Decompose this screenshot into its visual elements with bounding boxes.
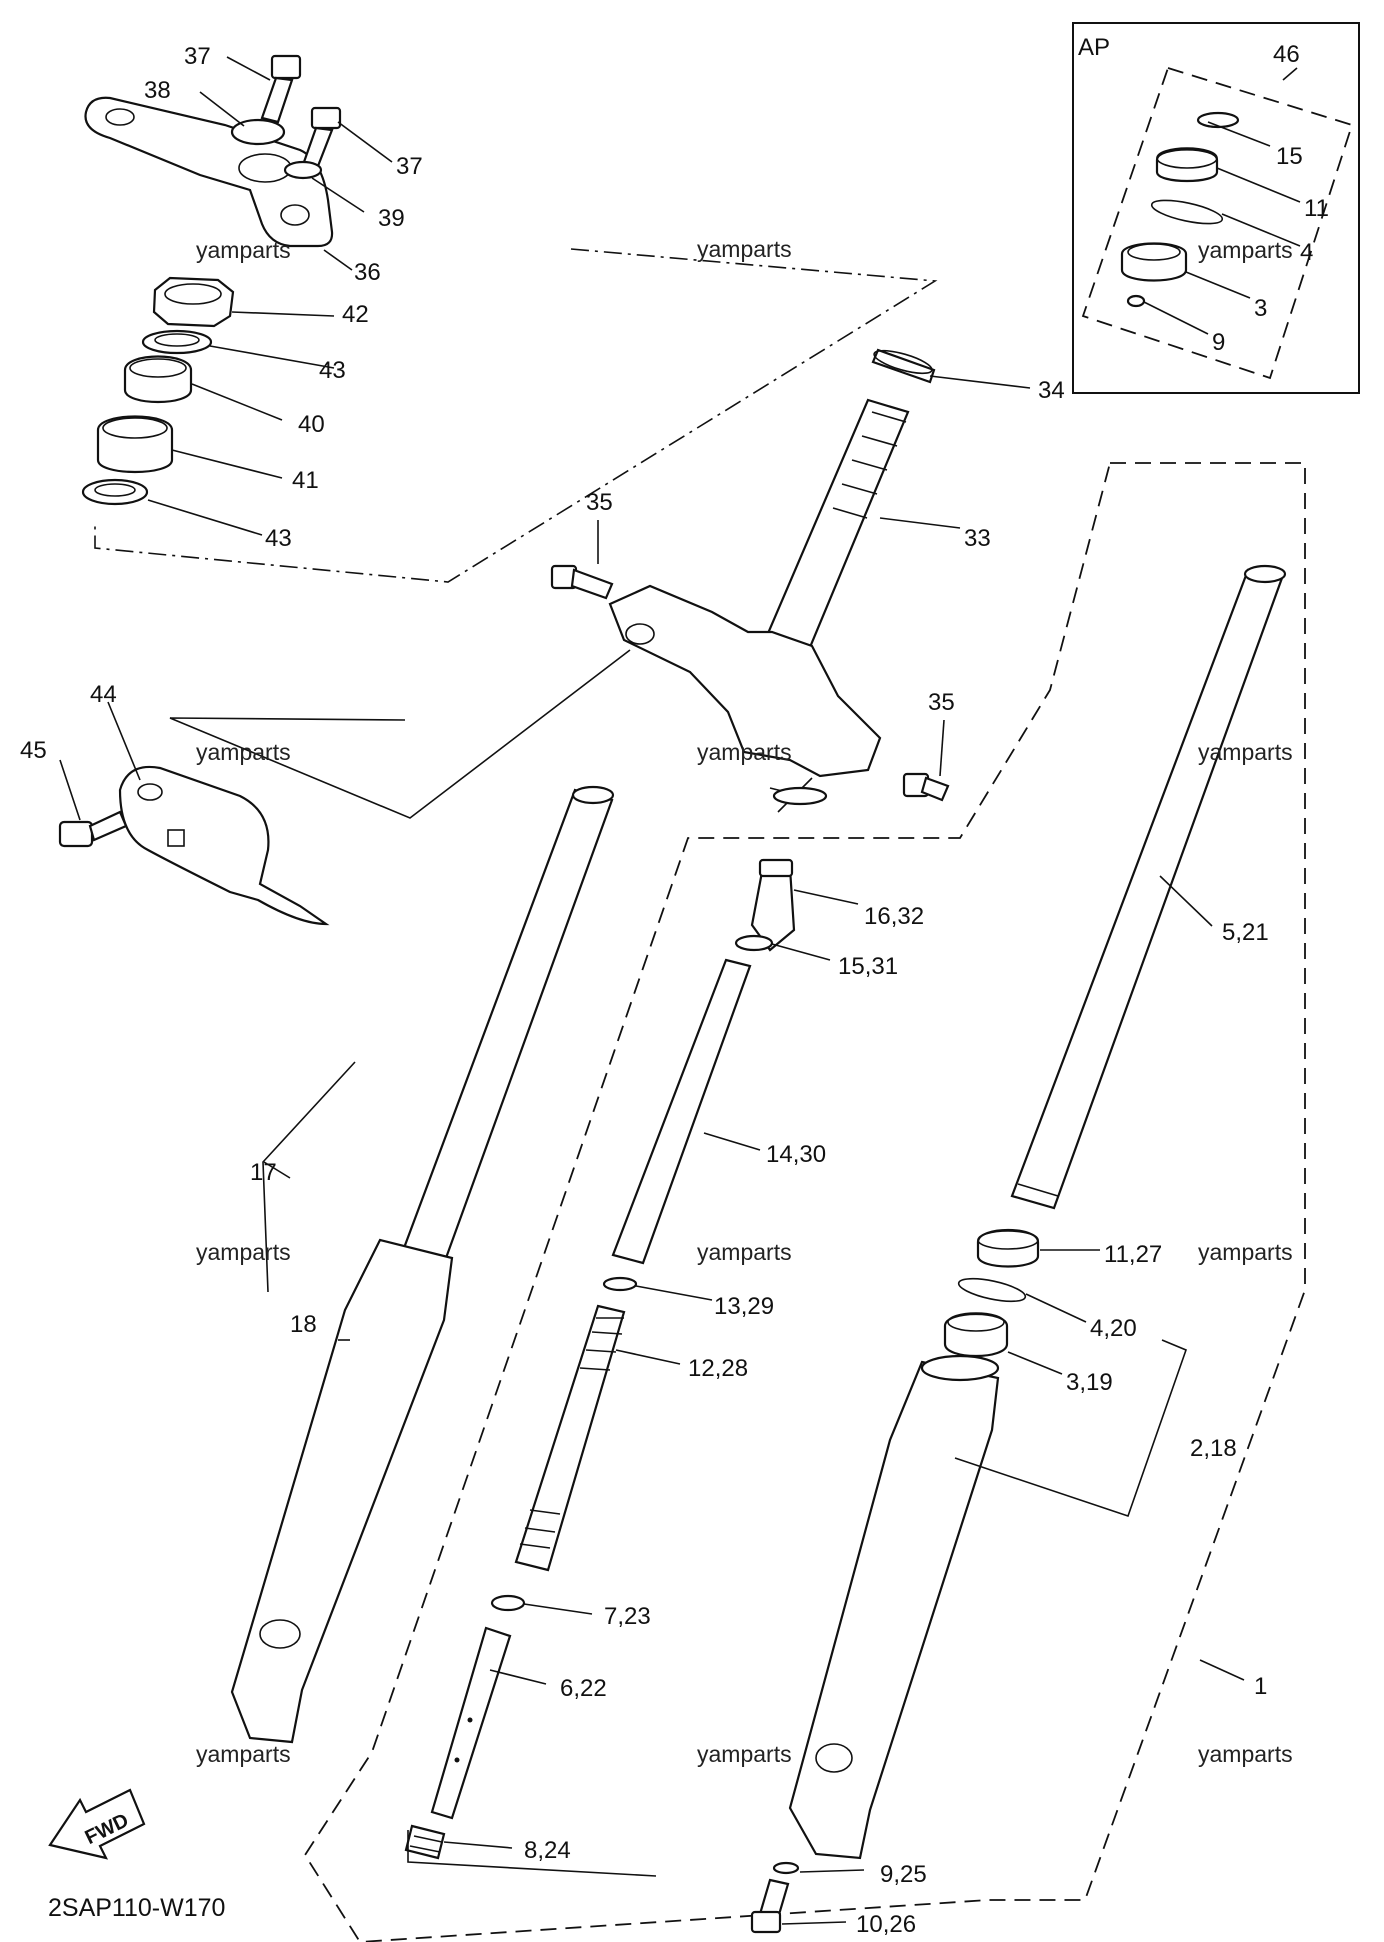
watermark: yamparts [196,1239,291,1265]
bolt-45 [58,810,128,848]
leader-lines [59,56,1301,1925]
callout-13-29: 13,29 [714,1293,774,1320]
headlight-bracket-44 [118,765,330,926]
spring-8-24 [404,1824,446,1860]
callout-45: 45 [20,737,47,764]
callout-12-28: 12,28 [688,1355,748,1382]
washer-38 [230,118,286,146]
washer-39 [283,160,323,180]
callout-7-23: 7,23 [604,1603,651,1630]
callout-2-18: 2,18 [1190,1435,1237,1462]
upper-bracket [84,96,334,248]
callout-46: 46 [1273,41,1300,68]
watermark: yamparts [1198,1239,1293,1265]
seal-34 [871,348,936,384]
ring-nut-42 [152,276,235,328]
left-inner-tube-17 [402,785,615,1260]
bolt-10-26 [750,1878,790,1934]
bolt-35a [550,564,614,600]
callout-43b: 43 [265,525,292,552]
oil-seal-3-19 [943,1312,1009,1358]
washer-13-29 [602,1276,638,1292]
cap-bolt-16-32 [750,858,796,952]
watermark: yamparts [1198,237,1293,263]
bearing-43-lower [81,478,149,506]
watermark: yamparts [697,236,792,262]
watermark: yamparts [697,739,792,765]
callout-4-20: 4,20 [1090,1315,1137,1342]
callout-35a: 35 [586,489,613,516]
callout-3-19: 3,19 [1066,1369,1113,1396]
damper-rod-6-22 [430,1626,512,1820]
ring-7-23 [490,1594,526,1612]
bolt-37b [302,106,342,168]
callout-40: 40 [298,411,325,438]
watermark: yamparts [196,1741,291,1767]
callout-14-30: 14,30 [766,1141,826,1168]
watermark: yamparts [697,1239,792,1265]
inset-title: AP [1078,34,1110,61]
bearing-43-upper [141,329,213,355]
spacer-14-30 [611,958,752,1265]
bolt-35b [902,772,950,802]
bearing-cover-40 [123,355,193,404]
inset-bearing-cap [1155,147,1219,183]
callout-34: 34 [1038,377,1065,404]
callout-41: 41 [292,467,319,494]
o-ring-15-31 [734,934,774,952]
callouts: 37 38 37 39 36 42 43 40 41 43 34 35 33 3… [20,43,1329,1938]
watermark: yamparts [697,1741,792,1767]
callout-15-31: 15,31 [838,953,898,980]
callout-44: 44 [90,681,117,708]
callout-10-26: 10,26 [856,1911,916,1938]
watermark: yamparts [196,739,291,765]
watermark: yamparts [1198,739,1293,765]
inset-ap: AP 46 [1072,22,1360,394]
bolt-37a [260,54,302,124]
callout-11-27: 11,27 [1104,1241,1162,1268]
callout-4: 4 [1300,239,1313,266]
callout-6-22: 6,22 [560,1675,607,1702]
steering-stem-33 [764,398,910,654]
callout-5-21: 5,21 [1222,919,1269,946]
callout-16-32: 16,32 [864,903,924,930]
callout-9: 9 [1212,329,1225,356]
callout-35b: 35 [928,689,955,716]
inset-seal [1120,242,1188,282]
callout-18: 18 [290,1311,317,1338]
washer-9-25 [772,1861,800,1875]
watermark: yamparts [1198,1741,1293,1767]
callout-42: 42 [342,301,369,328]
callout-1: 1 [1254,1673,1267,1700]
watermarks: yamparts yamparts yamparts yamparts yamp… [196,236,1293,1767]
callout-9-25: 9,25 [880,1861,927,1888]
bearing-race-41 [96,415,174,474]
callout-11: 11 [1304,195,1329,222]
bush-11-27 [976,1228,1040,1268]
left-outer-tube-18 [230,1238,454,1744]
callout-37b: 37 [396,153,423,180]
callout-37a: 37 [184,43,211,70]
callout-15: 15 [1276,143,1303,170]
stem-leader [169,649,631,819]
circlip-4-20 [957,1277,1027,1303]
callout-3: 3 [1254,295,1267,322]
fwd-arrow-icon: FWD [48,1788,146,1860]
right-outer-tube-2-18 [788,1354,1000,1860]
callout-33: 33 [964,525,991,552]
spring-12-28 [514,1304,626,1572]
callout-36: 36 [354,259,381,286]
right-inner-tube-5-21 [1010,564,1287,1210]
lower-bracket [608,584,882,813]
fork-assembly-outline [303,462,1306,1942]
callout-8-24: 8,24 [524,1837,571,1864]
callout-39: 39 [378,205,405,232]
callout-38: 38 [144,77,171,104]
diagram-code: 2SAP110-W170 [48,1894,225,1922]
callout-17: 17 [250,1159,277,1186]
steering-group-outline [94,248,938,583]
callout-43a: 43 [319,357,346,384]
watermark: yamparts [196,237,291,263]
